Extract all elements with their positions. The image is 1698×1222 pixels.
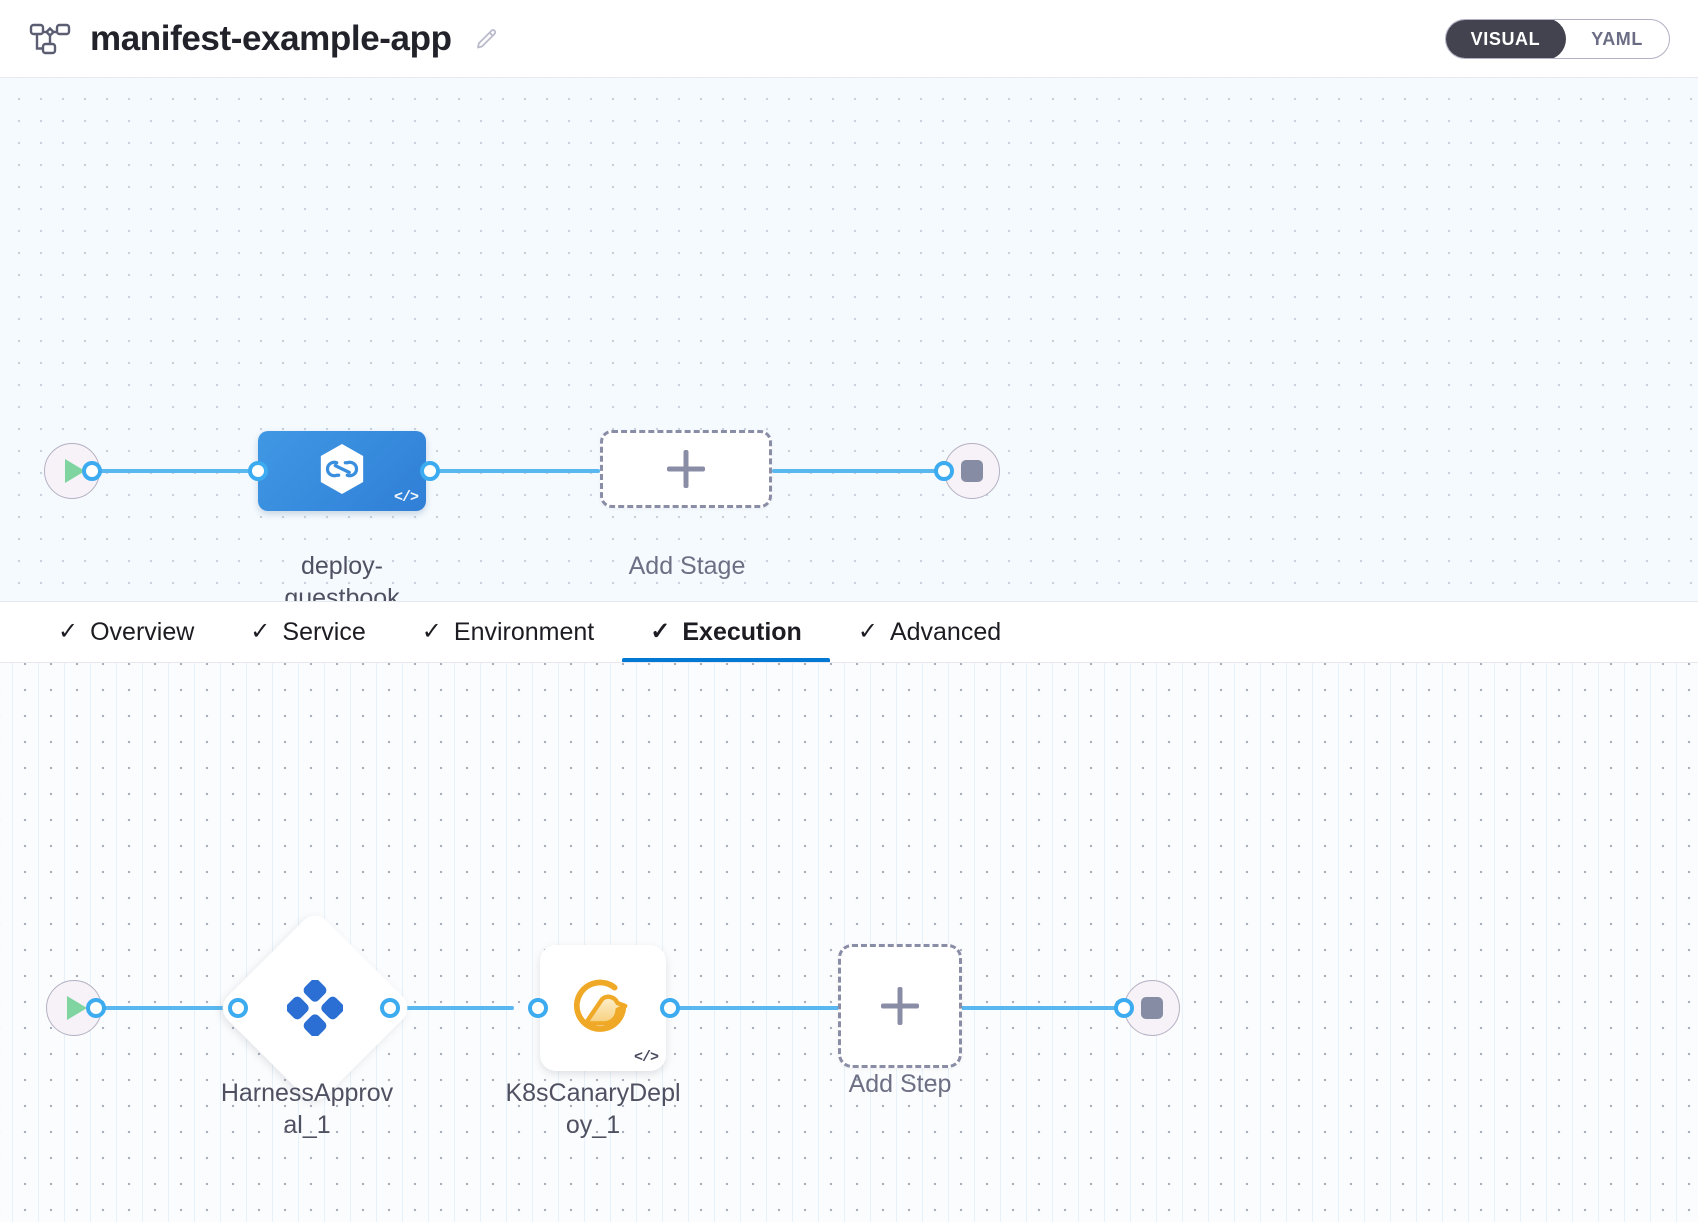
plus-icon — [881, 987, 919, 1025]
step-port-approval-in[interactable] — [228, 998, 248, 1018]
yaml-mode-button[interactable]: YAML — [1565, 20, 1669, 58]
app-header: manifest-example-app VISUAL YAML — [0, 0, 1698, 78]
stage-card[interactable]: </> — [258, 431, 426, 511]
stop-icon — [1141, 997, 1163, 1019]
code-badge-icon: </> — [393, 489, 419, 506]
play-icon — [65, 459, 85, 483]
step-label-k8s-canary-deploy: K8sCanaryDepl oy_1 — [505, 1079, 681, 1139]
tab-advanced-label: Advanced — [889, 617, 1002, 646]
page-title: manifest-example-app — [90, 18, 452, 58]
tab-service[interactable]: ✓ Service — [222, 602, 393, 662]
step-node-k8s-canary-deploy[interactable]: </> — [540, 945, 666, 1071]
pencil-edit-icon[interactable] — [474, 26, 500, 52]
tab-service-label: Service — [282, 617, 366, 646]
check-icon: ✓ — [250, 618, 271, 645]
canary-bird-icon — [572, 975, 634, 1042]
step-port-approval-out[interactable] — [380, 998, 400, 1018]
check-icon: ✓ — [421, 618, 442, 645]
pipeline-flow-icon — [28, 17, 72, 61]
execution-step-canvas[interactable]: HarnessApprov al_1 </> K8sCanaryDe — [0, 662, 1698, 1222]
stop-icon — [961, 460, 983, 482]
stage-link-2 — [430, 469, 600, 473]
add-stage-button[interactable] — [600, 430, 772, 508]
step-port-start[interactable] — [86, 998, 106, 1018]
harness-approval-icon — [287, 980, 343, 1036]
tab-environment-label: Environment — [453, 617, 595, 646]
step-start-node[interactable] — [46, 980, 102, 1036]
view-mode-toggle[interactable]: VISUAL YAML — [1444, 18, 1670, 59]
visual-mode-button[interactable]: VISUAL — [1445, 19, 1567, 58]
stage-port-end[interactable] — [934, 461, 954, 481]
step-link-4 — [955, 1006, 1125, 1010]
stage-link-3 — [772, 469, 954, 473]
add-step-label: Add Step — [848, 1070, 952, 1098]
start-terminal[interactable] — [46, 980, 102, 1036]
step-node-harness-approval[interactable] — [216, 909, 414, 1107]
step-link-2 — [390, 1006, 514, 1010]
stage-node-label: deploy- guestbook — [284, 552, 400, 602]
tab-execution[interactable]: ✓ Execution — [622, 602, 830, 663]
tab-overview-label: Overview — [90, 617, 195, 646]
header-left-group: manifest-example-app — [28, 17, 500, 61]
step-port-canary-out[interactable] — [660, 998, 680, 1018]
stage-port-in[interactable] — [248, 461, 268, 481]
tab-execution-label: Execution — [682, 617, 802, 646]
tab-advanced[interactable]: ✓ Advanced — [830, 602, 1029, 662]
harness-cd-hexagon-icon — [317, 442, 367, 501]
step-card-diamond[interactable] — [216, 909, 414, 1107]
check-icon: ✓ — [857, 618, 878, 645]
step-link-1 — [92, 1006, 236, 1010]
check-icon: ✓ — [650, 618, 671, 645]
stage-node-deploy-guestbook[interactable]: </> — [258, 431, 426, 511]
add-step-node[interactable] — [838, 944, 962, 1068]
tab-environment[interactable]: ✓ Environment — [394, 602, 622, 662]
add-stage-label: Add Stage — [628, 552, 746, 580]
stage-tab-bar[interactable]: ✓ Overview ✓ Service ✓ Environment ✓ Exe… — [0, 602, 1698, 663]
step-port-canary-in[interactable] — [528, 998, 548, 1018]
step-link-3 — [670, 1006, 840, 1010]
tab-overview[interactable]: ✓ Overview — [30, 602, 222, 662]
stage-link-1 — [88, 469, 266, 473]
add-stage-node[interactable] — [600, 430, 772, 508]
add-step-button[interactable] — [838, 944, 962, 1068]
check-icon: ✓ — [58, 618, 79, 645]
stage-port-out[interactable] — [420, 461, 440, 481]
code-badge-icon: </> — [633, 1049, 659, 1066]
stage-port-start[interactable] — [82, 461, 102, 481]
plus-icon — [667, 450, 705, 488]
step-card-square[interactable]: </> — [540, 945, 666, 1071]
step-port-end[interactable] — [1114, 998, 1134, 1018]
stage-canvas[interactable]: </> deploy- guestbook Add Stage — [0, 78, 1698, 602]
play-icon — [67, 996, 87, 1020]
